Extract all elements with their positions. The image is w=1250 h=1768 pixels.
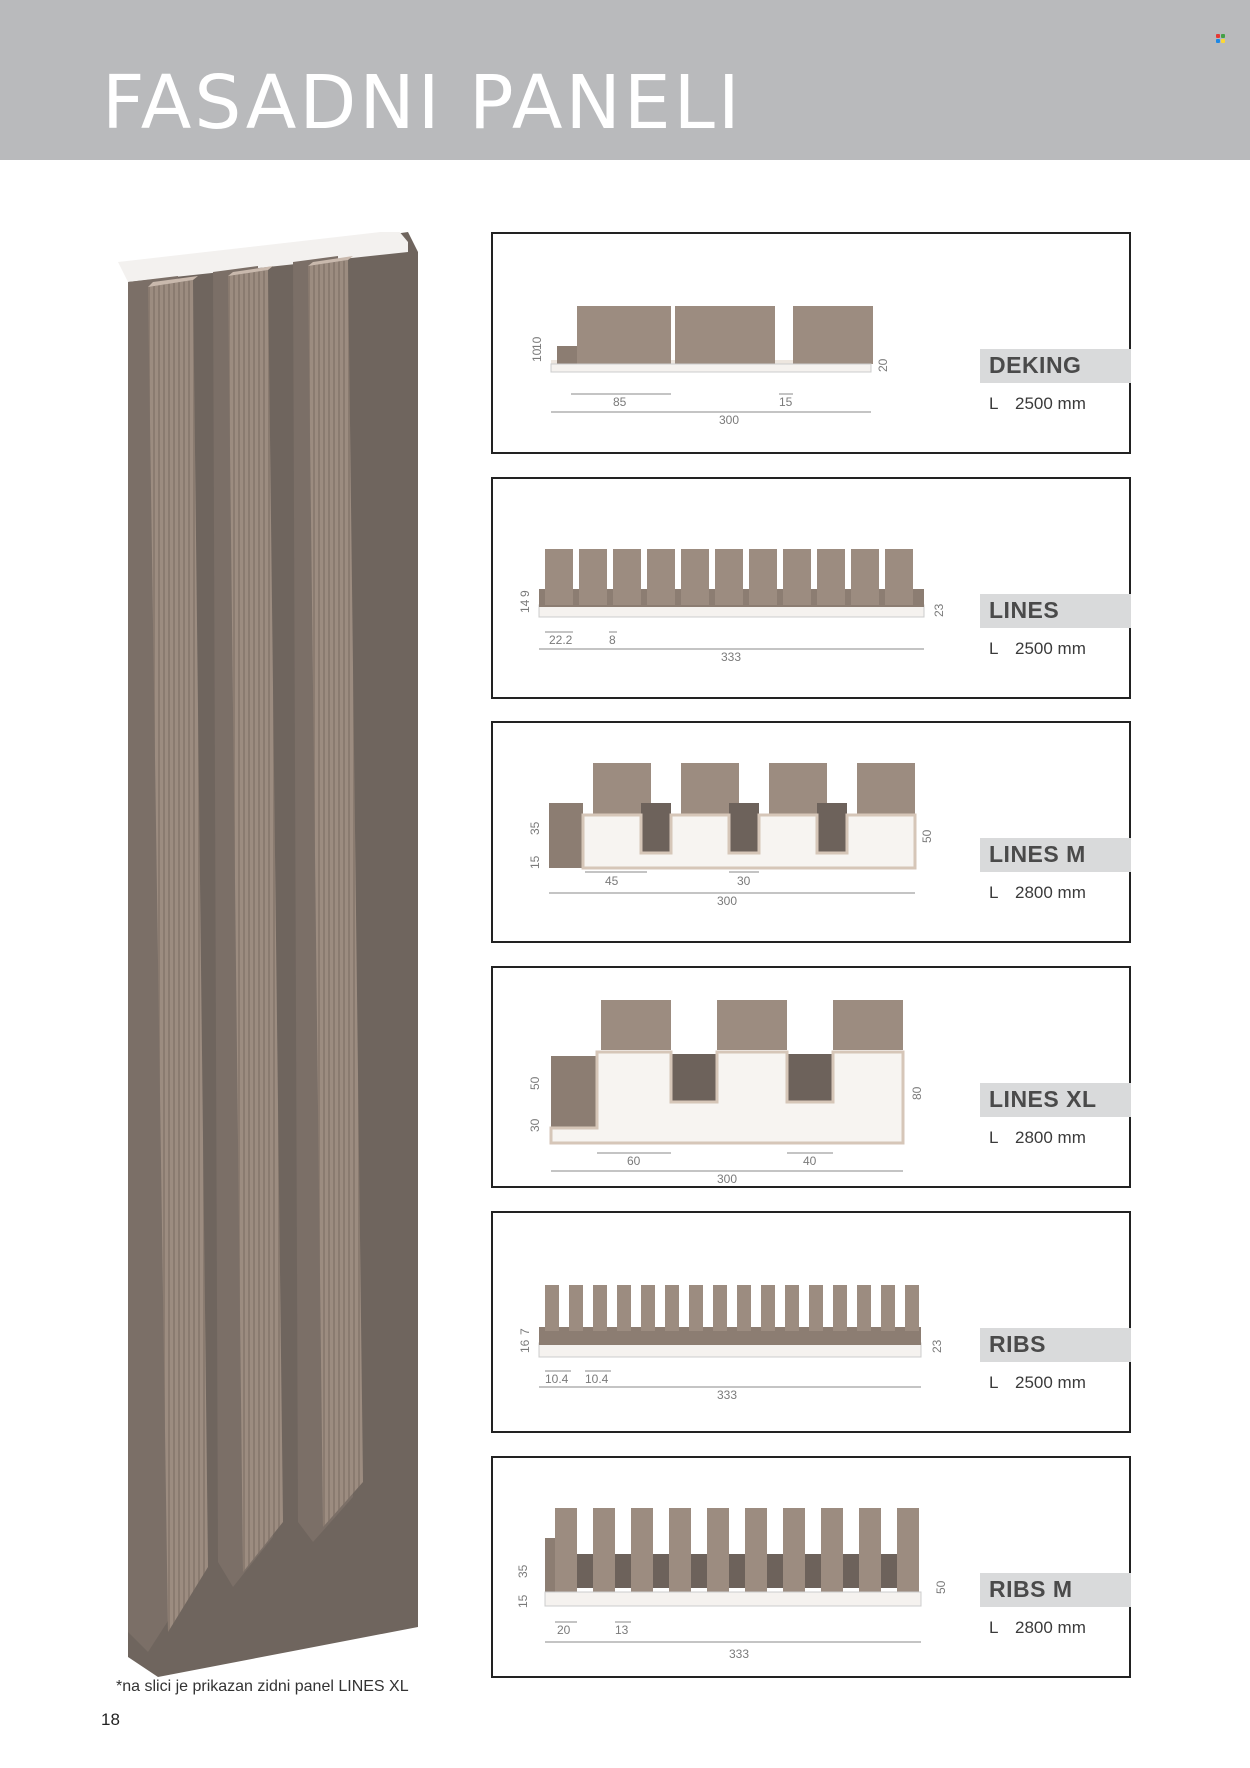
product-card-ribs-m: 20 13 333 15 35 50 RIBS M L 2800 mm xyxy=(491,1456,1131,1678)
profile-drawing: 45 30 300 15 35 50 xyxy=(528,763,934,908)
dim-h2: 50 xyxy=(528,1076,542,1090)
dim-height: 23 xyxy=(930,1339,944,1353)
length-prefix: L xyxy=(989,394,999,413)
dim-total: 300 xyxy=(717,894,737,908)
dim-height: 50 xyxy=(934,1580,948,1594)
product-name: RIBS xyxy=(989,1331,1046,1357)
panel-3d-illustration xyxy=(118,232,418,1677)
name-band xyxy=(980,349,1131,383)
brand-mark-icon xyxy=(1216,34,1226,44)
length-prefix: L xyxy=(989,1618,999,1637)
dim-total: 333 xyxy=(717,1388,737,1402)
dim-w2: 10.4 xyxy=(585,1372,609,1386)
length-value: 2800 mm xyxy=(1015,1128,1086,1147)
product-card-lines-m: 45 30 300 15 35 50 LINES M L 2800 mm xyxy=(491,721,1131,943)
dim-w2: 40 xyxy=(803,1154,817,1168)
length-prefix: L xyxy=(989,1373,999,1392)
product-name: LINES M xyxy=(989,841,1086,867)
product-name: DEKING xyxy=(989,352,1082,378)
dim-total: 300 xyxy=(719,413,739,427)
product-name: RIBS M xyxy=(989,1576,1073,1602)
length-value: 2500 mm xyxy=(1015,1373,1086,1392)
dim-w1: 45 xyxy=(605,874,619,888)
length-value: 2800 mm xyxy=(1015,883,1086,902)
dim-w1: 85 xyxy=(613,395,627,409)
dim-total: 333 xyxy=(729,1647,749,1661)
dim-h2: 35 xyxy=(528,821,542,835)
profile-drawing: 85 15 300 10 10 20 xyxy=(530,306,890,427)
length-prefix: L xyxy=(989,1128,999,1147)
dim-w2: 13 xyxy=(615,1623,629,1637)
dim-w1: 20 xyxy=(557,1623,571,1637)
product-length: L 2800 mm xyxy=(989,1128,1086,1148)
dim-h1: 14 xyxy=(518,599,532,613)
product-length: L 2800 mm xyxy=(989,883,1086,903)
dim-h1: 10 xyxy=(530,348,544,362)
dim-height: 50 xyxy=(920,829,934,843)
dim-w2: 30 xyxy=(737,874,751,888)
dim-w1: 10.4 xyxy=(545,1372,569,1386)
product-length: L 2500 mm xyxy=(989,639,1086,659)
profile-drawing: 10.4 10.4 333 16 7 23 xyxy=(518,1285,944,1402)
product-card-ribs: 10.4 10.4 333 16 7 23 RIBS L 2500 mm xyxy=(491,1211,1131,1433)
length-prefix: L xyxy=(989,883,999,902)
name-band xyxy=(980,594,1131,628)
dim-height: 80 xyxy=(910,1086,924,1100)
name-band xyxy=(980,1083,1131,1117)
product-card-lines: 22.2 8 333 14 9 23 LINES L 2500 mm xyxy=(491,477,1131,699)
product-length: L 2800 mm xyxy=(989,1618,1086,1638)
dim-h1: 30 xyxy=(528,1118,542,1132)
page-header: FASADNI PANELI xyxy=(0,0,1250,160)
product-name: LINES XL xyxy=(989,1086,1097,1112)
dim-h2: 10 xyxy=(530,336,544,350)
dim-w2: 8 xyxy=(609,633,616,647)
product-card-lines-xl: 60 40 300 30 50 80 LINES XL L 2800 mm xyxy=(491,966,1131,1188)
product-length: L 2500 mm xyxy=(989,394,1086,414)
name-band xyxy=(980,1328,1131,1362)
name-band xyxy=(980,838,1131,872)
product-length: L 2500 mm xyxy=(989,1373,1086,1393)
dim-w1: 60 xyxy=(627,1154,641,1168)
dim-height: 23 xyxy=(932,603,946,617)
dim-total: 333 xyxy=(721,650,741,664)
dim-w2: 15 xyxy=(779,395,793,409)
dim-h2: 9 xyxy=(518,590,532,597)
product-name: LINES xyxy=(989,597,1060,623)
length-value: 2800 mm xyxy=(1015,1618,1086,1637)
dim-h1: 15 xyxy=(516,1594,530,1608)
product-card-deking: 85 15 300 10 10 20 DEKING L 2500 mm xyxy=(491,232,1131,454)
dim-w1: 22.2 xyxy=(549,633,573,647)
length-prefix: L xyxy=(989,639,999,658)
profile-drawing: 22.2 8 333 14 9 23 xyxy=(518,549,946,664)
footnote: *na slici je prikazan zidni panel LINES … xyxy=(116,1678,409,1695)
length-value: 2500 mm xyxy=(1015,639,1086,658)
profile-drawing: 20 13 333 15 35 50 xyxy=(516,1508,948,1661)
dim-h1: 16 xyxy=(518,1339,532,1353)
page-title: FASADNI PANELI xyxy=(102,60,743,146)
page-number: 18 xyxy=(101,1710,120,1729)
length-value: 2500 mm xyxy=(1015,394,1086,413)
dim-total: 300 xyxy=(717,1172,737,1186)
dim-h1: 15 xyxy=(528,855,542,869)
dim-h2: 35 xyxy=(516,1564,530,1578)
dim-h2: 7 xyxy=(518,1328,532,1335)
name-band xyxy=(980,1573,1131,1607)
dim-height: 20 xyxy=(876,358,890,372)
profile-drawing: 60 40 300 30 50 80 xyxy=(528,1000,924,1186)
